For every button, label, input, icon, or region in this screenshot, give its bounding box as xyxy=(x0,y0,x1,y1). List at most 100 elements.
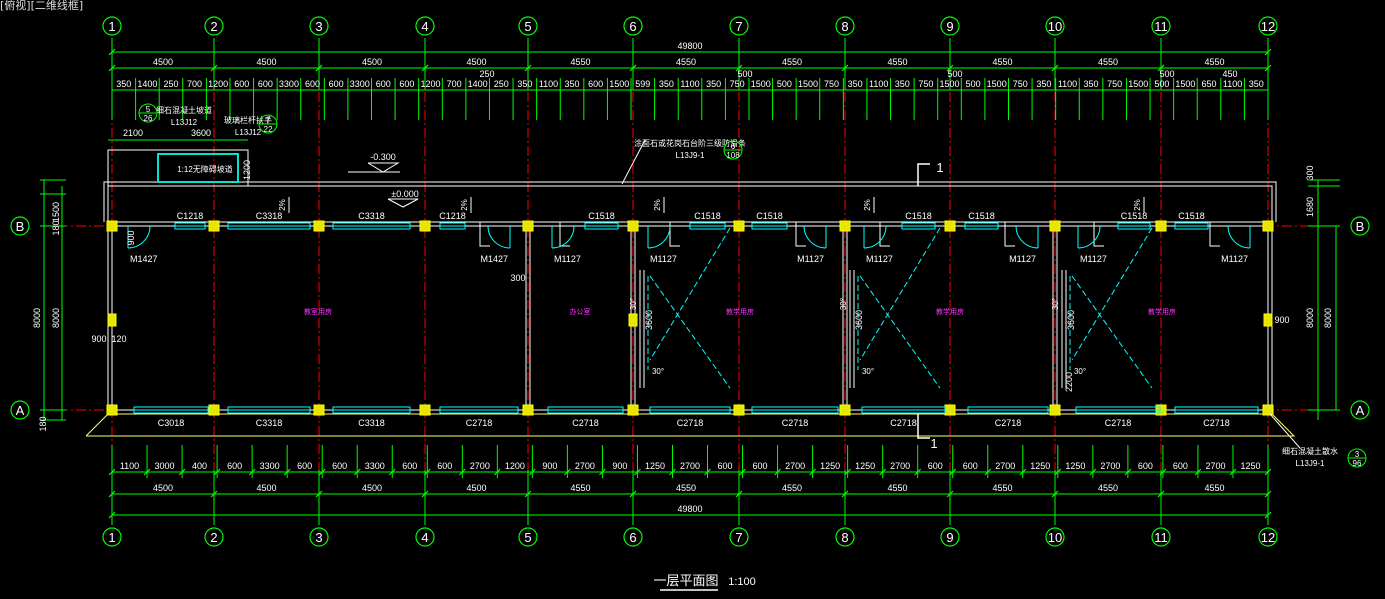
column xyxy=(208,404,220,416)
dim-bottom-detail-label: 600 xyxy=(227,461,242,471)
canopy-outline xyxy=(107,185,1273,222)
grid-bubble xyxy=(415,527,435,547)
grid-bubble-label: 4 xyxy=(421,19,428,34)
dim-top-extra-label: 250 xyxy=(479,69,494,79)
dim-bottom-detail-slash xyxy=(458,468,466,476)
window-bottom-label: C2718 xyxy=(995,418,1022,428)
dim-bottom-detail-slash xyxy=(528,468,536,476)
dim-top-detail-label: 750 xyxy=(1107,79,1122,89)
dim-top-bays-slash xyxy=(1051,64,1059,72)
dim-bottom-detail-label: 1250 xyxy=(645,461,665,471)
dim-bottom-detail-label: 1250 xyxy=(1240,461,1260,471)
dim-bottom-bays-label: 4550 xyxy=(1098,483,1118,493)
grid-bubble-row-label: A xyxy=(16,403,25,418)
dim-top-bays-label: 4550 xyxy=(676,57,696,67)
dim-bottom-bays-slash xyxy=(524,490,532,498)
grid-bubble-label: 2 xyxy=(210,530,217,545)
wall-jog xyxy=(479,222,490,247)
dim-bottom-detail-label: 2700 xyxy=(785,461,805,471)
column xyxy=(627,220,639,232)
column xyxy=(1155,220,1167,232)
dim-bottom-detail-label: 400 xyxy=(192,461,207,471)
window-top-label: C3318 xyxy=(256,211,283,221)
grid-bubble-label: 7 xyxy=(735,530,742,545)
room-label: 教学用房 xyxy=(1148,307,1176,316)
callout-ramp-note: 细石混凝土坡道 xyxy=(156,105,212,115)
callout-ramp-num: 5 xyxy=(146,105,151,114)
door-label: M1127 xyxy=(797,254,824,264)
dim-top-detail-label: 1500 xyxy=(1128,79,1148,89)
dim-bottom-bays-slash xyxy=(946,490,954,498)
dim-top-bays-slash xyxy=(841,64,849,72)
dim-right-label: 1680 xyxy=(1305,197,1315,217)
dim-bottom-detail-label: 1250 xyxy=(820,461,840,471)
slope-label: 2% xyxy=(278,199,287,211)
window-top-label: C1518 xyxy=(1178,211,1205,221)
section-mark-label: 1 xyxy=(930,436,937,451)
grid-bubble xyxy=(835,16,855,36)
dim-top-extra-label: 500 xyxy=(947,69,962,79)
door-swing xyxy=(1077,225,1101,249)
dim-bottom-detail-label: 600 xyxy=(928,461,943,471)
dim-bottom-detail-label: 900 xyxy=(612,461,627,471)
dim-top-detail-label: 600 xyxy=(258,79,273,89)
dim-bottom-detail-slash xyxy=(213,468,221,476)
grid-bubble-label: 4 xyxy=(421,530,428,545)
level-marker xyxy=(387,198,419,208)
callout-ramp-ref: L13J12 xyxy=(171,118,198,127)
slope-label: 2% xyxy=(653,199,662,211)
dim-bottom-detail-slash xyxy=(1124,468,1132,476)
window-bottom-label: C2718 xyxy=(1105,418,1132,428)
grid-bubble-label: 12 xyxy=(1261,19,1275,34)
level-marker xyxy=(367,162,400,173)
level-outside-label: -0.300 xyxy=(370,152,396,162)
door-swing xyxy=(487,225,511,249)
callout-steps-ref: L13J9-1 xyxy=(676,151,705,160)
dim-top-detail-label: 750 xyxy=(1013,79,1028,89)
dim-top-extra-label: 450 xyxy=(1222,69,1237,79)
dim-top-detail-label: 1200 xyxy=(208,79,228,89)
door-label: M1127 xyxy=(554,254,581,264)
callout-leader xyxy=(1269,413,1301,449)
dim-top-detail-label: 1100 xyxy=(1058,79,1077,89)
dim-left-label: 120 xyxy=(111,334,126,344)
dim-top-detail-label: 1200 xyxy=(420,79,440,89)
column xyxy=(208,220,220,232)
dim-bottom-detail-label: 600 xyxy=(402,461,417,471)
dim-top-detail-label: 600 xyxy=(588,79,603,89)
dim-bottom-bays-slash xyxy=(421,490,429,498)
dim-bottom-detail-slash xyxy=(1019,468,1027,476)
dim-top-bays-slash xyxy=(946,64,954,72)
grid-bubble xyxy=(415,16,435,36)
dim-top-detail-label: 350 xyxy=(565,79,580,89)
dim-top-detail-label: 350 xyxy=(706,79,721,89)
grid-bubble xyxy=(1045,527,1065,547)
grid-bubble xyxy=(518,527,538,547)
dim-bottom-bays-label: 4500 xyxy=(256,483,276,493)
dim-bottom-detail-slash xyxy=(1194,468,1202,476)
dim-top-detail-label: 1400 xyxy=(468,79,488,89)
grid-bubble-label: 2 xyxy=(210,19,217,34)
grid-bubble-label: 8 xyxy=(841,19,848,34)
dim-bottom-bays-label: 4500 xyxy=(466,483,486,493)
dim-bottom-detail-slash xyxy=(809,468,817,476)
dim-top-detail-label: 350 xyxy=(1036,79,1051,89)
callout-railing-ref: L13J12 xyxy=(235,128,262,137)
drawing-title: 一层平面图 xyxy=(653,573,718,588)
stair-angle-label: 30° xyxy=(862,367,874,376)
grid-bubble-label: 11 xyxy=(1154,19,1168,34)
dim-bottom-bays-slash xyxy=(210,490,218,498)
dim-top-detail-label: 600 xyxy=(376,79,391,89)
wall-jog xyxy=(1093,222,1104,247)
wall-jog xyxy=(795,222,806,247)
stair-dim-label: 3600 xyxy=(644,310,654,330)
dim-bottom-detail-slash xyxy=(388,468,396,476)
dim-bottom-detail-label: 3300 xyxy=(365,461,385,471)
dim-bottom-detail-slash xyxy=(739,468,746,476)
door-label: M1127 xyxy=(650,254,677,264)
dim-top-detail-label: 250 xyxy=(494,79,509,89)
dim-bottom-detail-slash xyxy=(598,468,606,476)
dim-bottom-bays-slash xyxy=(841,490,849,498)
grid-bubble xyxy=(1045,16,1065,36)
